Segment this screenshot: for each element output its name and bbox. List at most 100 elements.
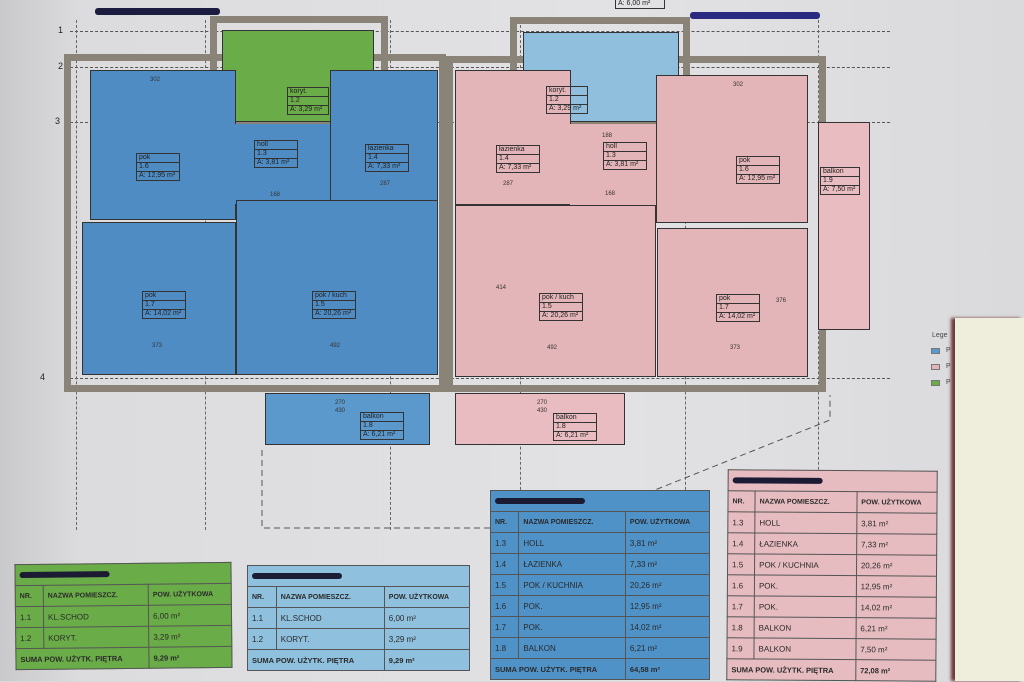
dimension-label: 492 (330, 343, 341, 349)
area-text: A: 6,00 m² (618, 0, 651, 7)
room-name: pok / kuch (540, 294, 582, 303)
room-nr: 1.4 (366, 154, 408, 163)
room-nr: 1.2 (288, 97, 328, 106)
table-header-cell: NR. (247, 586, 277, 608)
table-header: NR.NAZWA POMIESZCZ.POW. UŻYTKOWA (247, 586, 471, 608)
dimension-label: 430 (537, 408, 548, 414)
table-header-cell: NR. (727, 490, 756, 512)
axis-label: 2 (58, 61, 64, 71)
table-row-cell: 1.1 (247, 607, 277, 629)
room-nr: 1.6 (137, 163, 179, 172)
room-nr: 1.6 (737, 166, 779, 175)
table-row-cell: BALKON (754, 616, 856, 639)
table-row-cell: 14,02 m² (624, 616, 711, 638)
axis-label: 4 (40, 372, 46, 382)
room-area: A: 14,02 m² (719, 313, 756, 320)
room-area: A: 12,95 m² (739, 175, 776, 182)
room-name: pok (143, 292, 185, 301)
table-row-cell: 6,21 m² (624, 637, 711, 659)
room-area: A: 7,50 m² (823, 186, 856, 193)
room-pok-1-7-right (657, 228, 808, 377)
table-row-cell: 1.6 (727, 574, 755, 596)
room-nr: 1.7 (717, 304, 759, 313)
sticky-note (955, 318, 1024, 681)
redacted-title (14, 562, 232, 586)
table-header-cell: POW. UŻYTKOWA (148, 583, 232, 606)
room-balkon-1-9 (818, 122, 870, 330)
redacted-mark (19, 570, 110, 578)
table-row-cell: KORYT. (43, 626, 149, 649)
room-nr: 1.5 (313, 301, 355, 310)
table-header-cell: NAZWA POMIESZCZ. (43, 584, 149, 607)
table-header-cell: POW. UŻYTKOWA (856, 491, 938, 514)
redacted-mark (95, 8, 220, 15)
room-name: holl (604, 143, 646, 152)
dimension-label: 287 (503, 181, 514, 187)
table-row-cell: 6,00 m² (383, 607, 471, 629)
dimension-label: 168 (270, 192, 281, 198)
room-name: pok (717, 295, 759, 304)
table-row-cell: 3,29 m² (383, 628, 471, 650)
sum-value: 64,58 m² (624, 658, 711, 680)
room-area: A: 6,21 m² (363, 431, 396, 438)
table-row-cell: 1.8 (489, 637, 520, 659)
grid-line-4 (70, 378, 890, 379)
dimension-label: 188 (602, 133, 613, 139)
sum-label: SUMA POW. UŻYTK. PIĘTRA (726, 658, 856, 681)
dimension-label: 430 (335, 408, 346, 414)
table-row-cell: KL.SCHOD (43, 605, 149, 628)
redacted-mark (690, 12, 820, 19)
sum-label: SUMA POW. UŻYTK. PIĘTRA (490, 658, 626, 680)
room-holl-right (570, 124, 656, 205)
table-row-cell: POK. (518, 595, 626, 617)
axis-label: 1 (58, 25, 64, 35)
table-header-cell: NR. (15, 585, 44, 607)
table-row-cell: 1.9 (726, 637, 755, 659)
room-area: A: 14,02 m² (145, 310, 182, 317)
room-pok-1-6-right (656, 75, 808, 223)
room-name: koryt. (547, 87, 587, 96)
room-name: pok (737, 157, 779, 166)
room-nr: 1.8 (554, 423, 596, 432)
room-area: A: 20,26 m² (315, 310, 352, 317)
legend-swatch (931, 380, 940, 386)
room-name: balkon (821, 168, 859, 177)
table-row-cell: KORYT. (275, 628, 385, 650)
table-row-cell: 1.2 (247, 628, 277, 650)
table-row-cell: 12,95 m² (856, 575, 937, 598)
table-row-cell: 1.2 (15, 627, 44, 649)
table-header: NR.NAZWA POMIESZCZ.POW. UŻYTKOWA (727, 490, 938, 514)
redacted-title (247, 565, 470, 587)
grid-line-1 (70, 31, 890, 32)
dimension-label: 287 (380, 181, 391, 187)
room-area: A: 3,81 m² (257, 159, 290, 166)
table-row-cell: 3,81 m² (624, 532, 711, 554)
table-row-cell: HOLL (754, 511, 857, 534)
sum-label: SUMA POW. UŻYTK. PIĘTRA (15, 647, 150, 670)
table-row-cell: 7,33 m² (624, 553, 711, 575)
room-kuchnia-right (455, 205, 656, 377)
dimension-label: 414 (496, 285, 507, 291)
table-row-cell: 1.6 (489, 595, 520, 617)
table-row-cell: KL.SCHOD (275, 607, 385, 629)
table-row-cell: POK. (754, 574, 857, 597)
table-row-cell: 6,00 m² (148, 604, 232, 627)
legend-swatch (931, 348, 940, 354)
